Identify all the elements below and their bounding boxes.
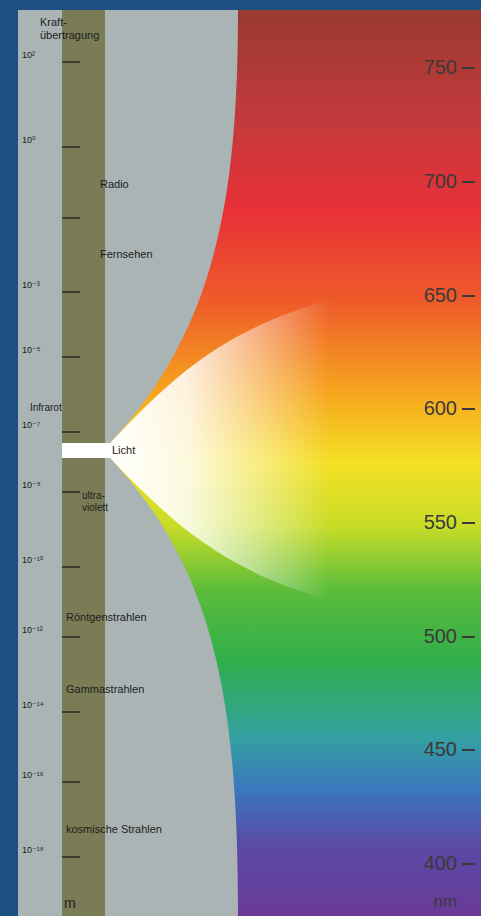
wavelength-number: 400 (400, 852, 457, 875)
band-label: ultra- violett (82, 490, 128, 513)
scale-label: 10⁻¹⁶ (22, 770, 43, 780)
scale-label: 10² (22, 50, 35, 60)
band-label: Gammastrahlen (66, 683, 144, 696)
wavelength-number: 600 (400, 397, 457, 420)
scale-label: 10⁰ (22, 135, 36, 145)
scale-ticks (62, 62, 80, 857)
band-label: Licht (112, 444, 135, 457)
scale-label: 10⁻¹² (22, 625, 43, 635)
light-band (62, 443, 112, 458)
scale-label: 10⁻¹⁸ (22, 845, 44, 855)
band-label: Fernsehen (100, 248, 153, 261)
scale-label: 10⁻⁸ (22, 480, 41, 490)
wavelength-ticks (462, 68, 475, 864)
scale-label: 10⁻¹⁴ (22, 700, 44, 710)
scale-label: 10⁻⁷ (22, 420, 40, 430)
scale-label: 10⁻¹⁰ (22, 555, 43, 565)
band-label: Kraft- übertragung (40, 16, 120, 41)
scale-bar (62, 10, 105, 916)
band-label: Infrarot (30, 402, 62, 414)
band-label: Röntgenstrahlen (66, 611, 147, 624)
grey-panel (18, 10, 238, 916)
band-label: kosmische Strahlen (66, 823, 162, 836)
wavelength-number: 700 (400, 170, 457, 193)
band-label: Radio (100, 178, 129, 191)
scale-label: 10⁻³ (22, 280, 40, 290)
wavelength-number: 500 (400, 625, 457, 648)
unit-label: nm (420, 892, 457, 912)
wavelength-number: 750 (400, 56, 457, 79)
spectrum-band (18, 10, 481, 916)
wavelength-number: 650 (400, 284, 457, 307)
unit-label: m (64, 895, 76, 911)
scale-label: 10⁻⁵ (22, 345, 41, 355)
wavelength-number: 450 (400, 738, 457, 761)
wavelength-number: 550 (400, 511, 457, 534)
